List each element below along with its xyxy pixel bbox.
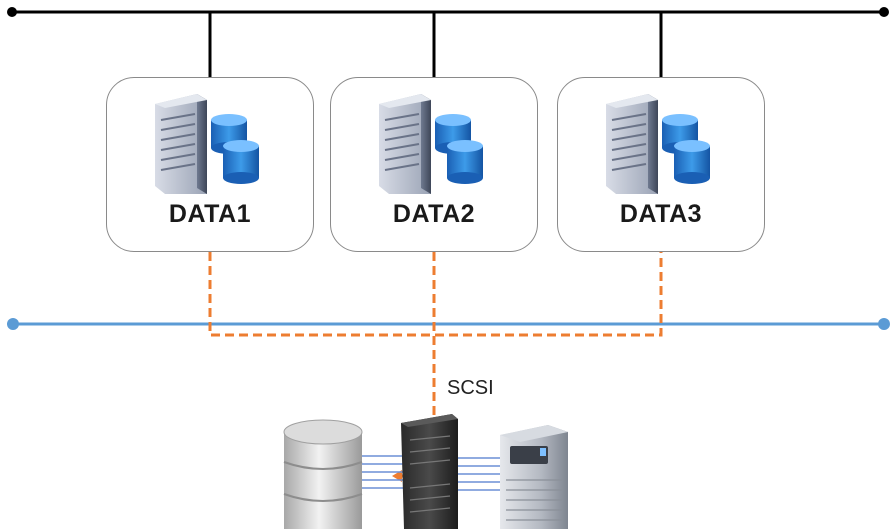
storage-network-bus [7, 318, 890, 330]
database-server-icon [606, 94, 710, 194]
node-label: DATA1 [168, 200, 252, 228]
data-node-2: DATA2 [330, 77, 538, 252]
database-server-icon [379, 94, 483, 194]
scsi-arrow-icon [392, 470, 402, 482]
node-label: DATA2 [392, 200, 476, 228]
data-node-3: DATA3 [557, 77, 765, 252]
node-label: DATA3 [619, 200, 703, 228]
storage-array-icon [500, 425, 568, 529]
data-node-1: DATA1 [106, 77, 314, 252]
storage-devices [283, 414, 568, 529]
database-server-icon [155, 94, 259, 194]
top-network-bus [7, 7, 889, 78]
rack-server-icon [401, 414, 458, 529]
disk-database-icon [283, 419, 363, 529]
scsi-link-label: SCSI [447, 377, 494, 399]
